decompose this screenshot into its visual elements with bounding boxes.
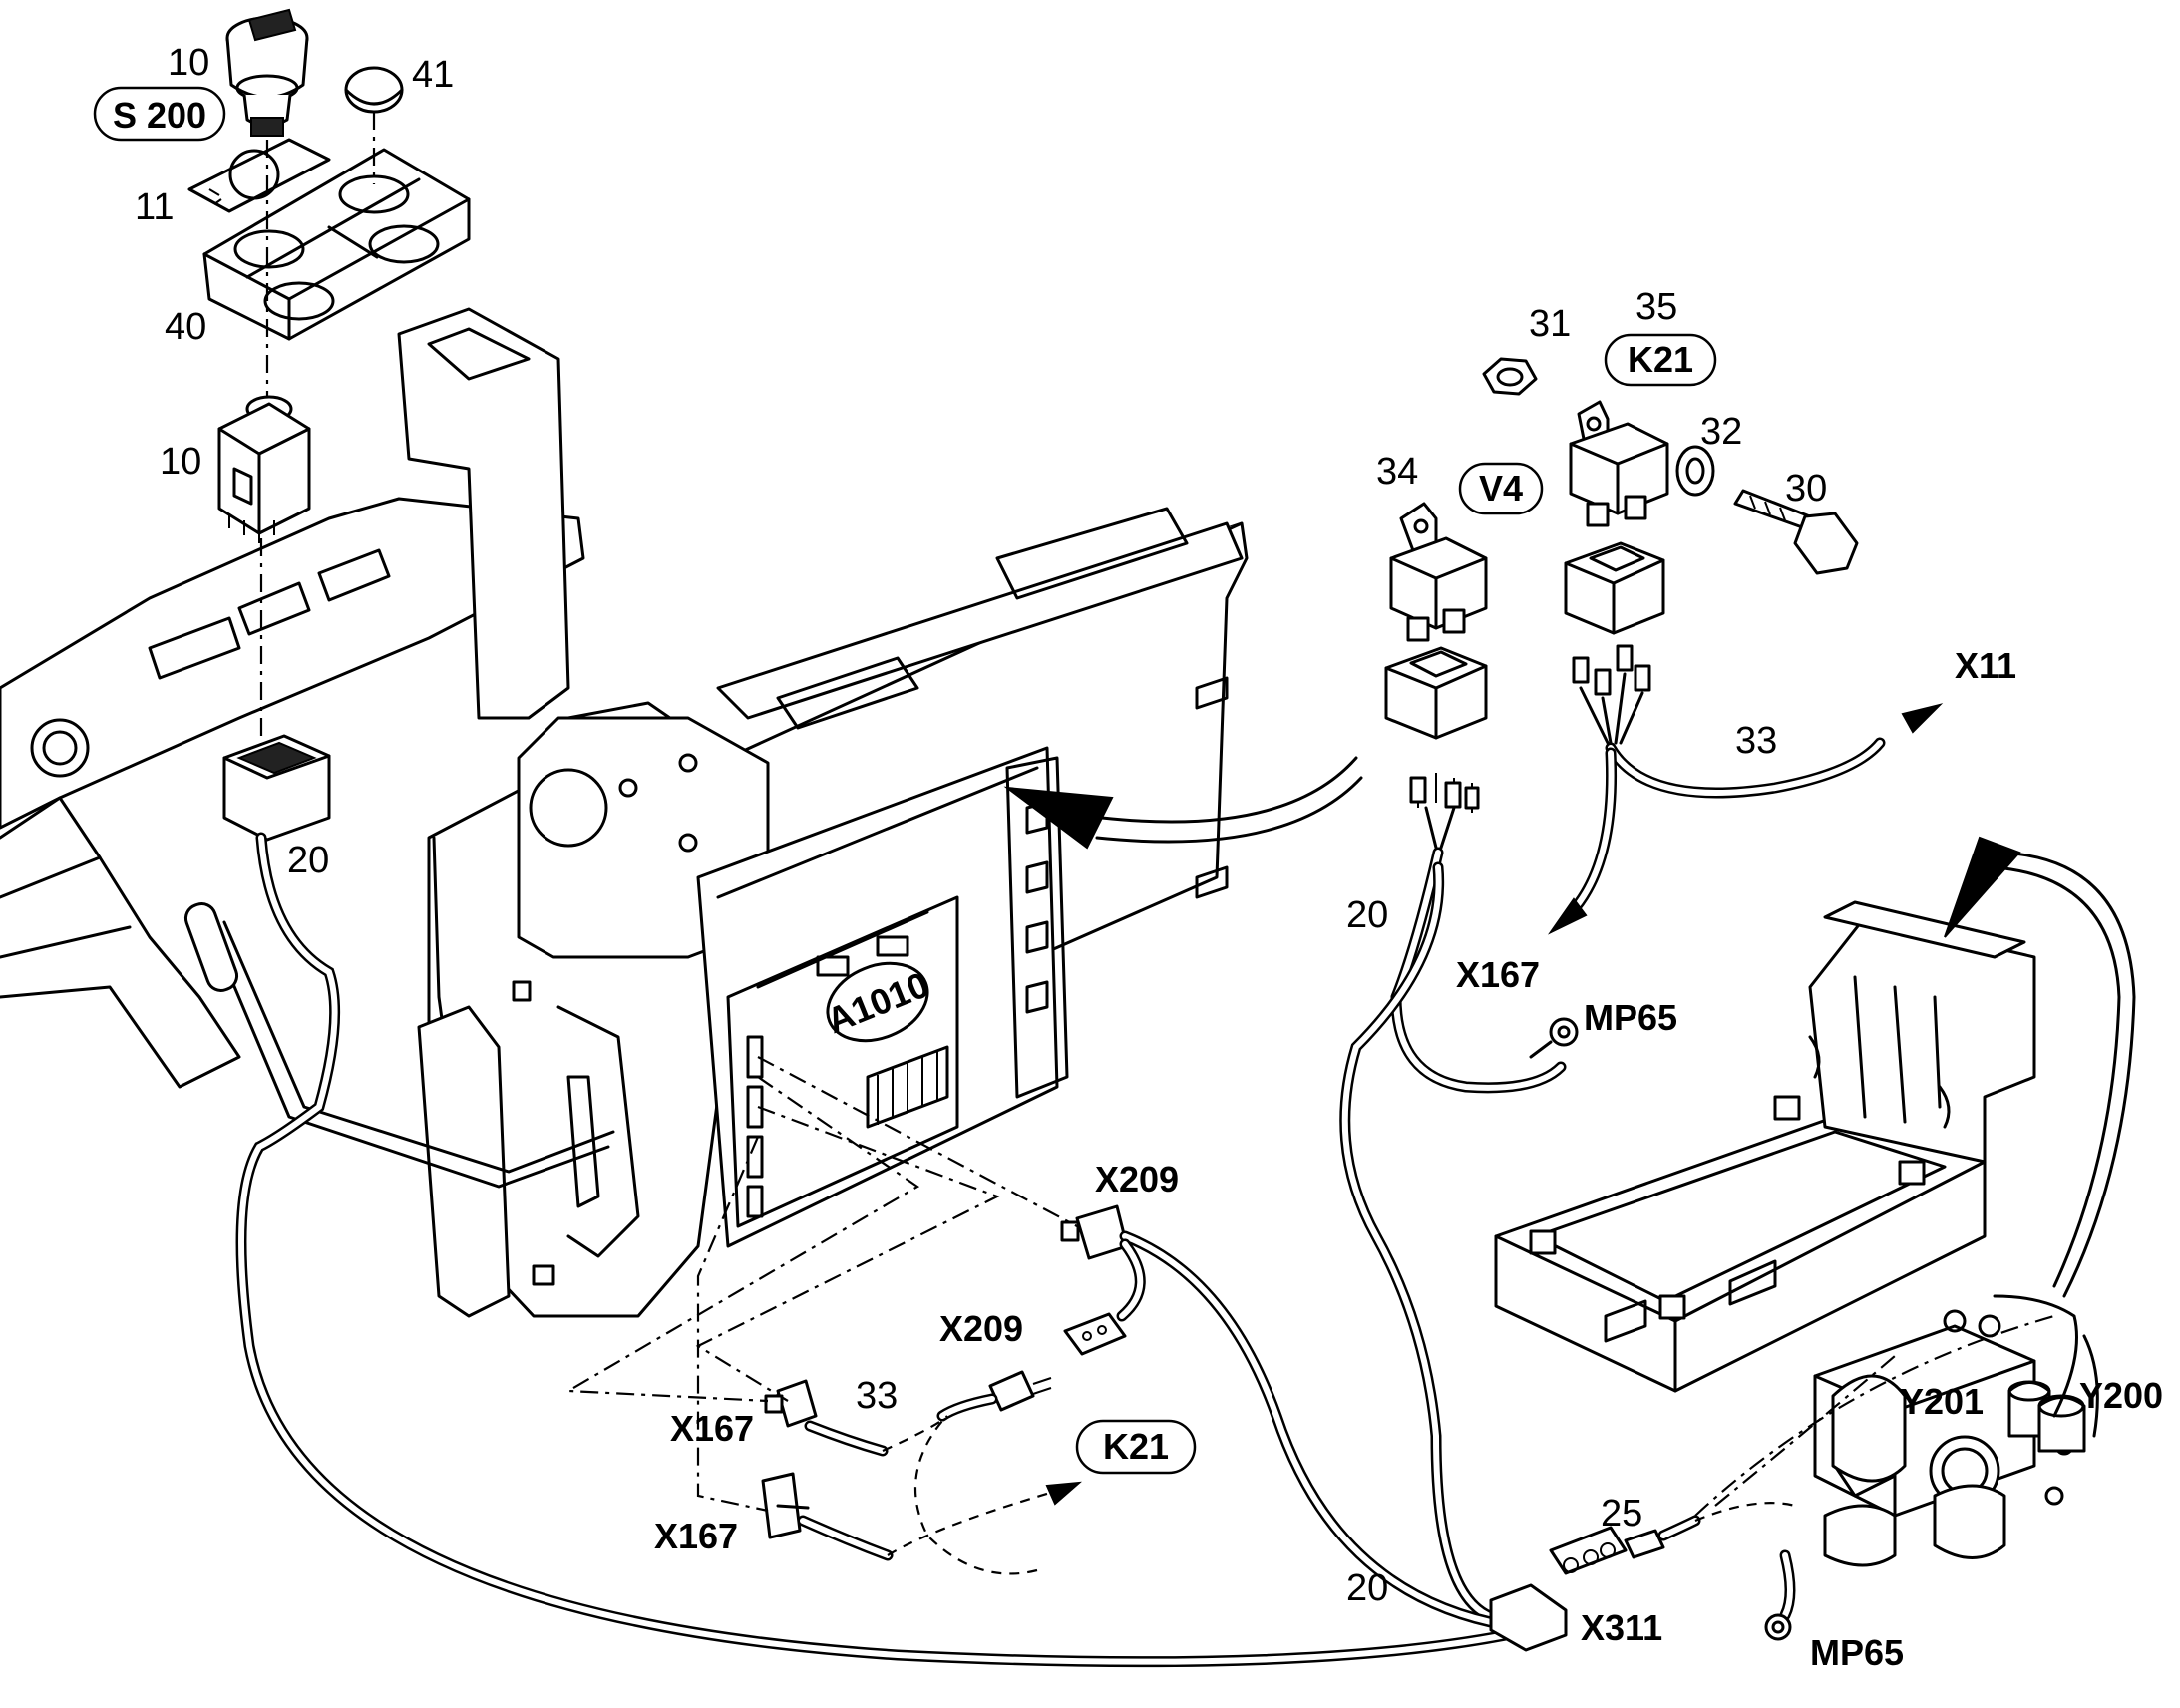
label-25: 25 xyxy=(1601,1493,1642,1535)
relay-v4 xyxy=(1384,502,1488,850)
label-31: 31 xyxy=(1529,303,1571,345)
label-v4: V4 xyxy=(1479,468,1523,509)
connector-x209-upper xyxy=(1060,1204,1512,1631)
hardware-31-32-30 xyxy=(1482,357,1859,575)
main-control-housing: A1010 xyxy=(417,507,1249,1318)
relay-k21 xyxy=(1564,400,1669,745)
label-35: 35 xyxy=(1635,286,1677,328)
label-x167-low2: X167 xyxy=(654,1516,738,1556)
label-32: 32 xyxy=(1700,411,1742,453)
label-k21-top: K21 xyxy=(1628,339,1693,380)
label-x167-low1: X167 xyxy=(670,1408,754,1449)
label-x11: X11 xyxy=(1955,645,2016,686)
label-41: 41 xyxy=(412,54,454,96)
hydraulic-valve-block xyxy=(1694,1294,2099,1567)
label-20-bottom: 20 xyxy=(1346,1567,1388,1609)
label-34: 34 xyxy=(1376,451,1418,493)
label-y200: Y200 xyxy=(2079,1375,2163,1416)
label-x167-mid: X167 xyxy=(1456,954,1540,995)
label-20-mid: 20 xyxy=(1346,894,1388,936)
label-20-left: 20 xyxy=(287,840,329,881)
left-console-housing xyxy=(0,307,585,1089)
label-30: 30 xyxy=(1785,468,1827,510)
valve-mount-tray xyxy=(1494,900,2036,1393)
label-s200: S 200 xyxy=(113,95,206,136)
label-33-right: 33 xyxy=(1735,720,1777,762)
wire-k21-harness xyxy=(1547,703,1944,935)
view-arrow-housing xyxy=(1003,756,1363,850)
label-k21-low: K21 xyxy=(1103,1426,1169,1467)
label-mp65-bottom: MP65 xyxy=(1810,1632,1904,1673)
label-33-low: 33 xyxy=(856,1375,898,1417)
label-40: 40 xyxy=(165,306,206,348)
wire-v4-harness xyxy=(1339,847,1579,1626)
label-mp65-mid: MP65 xyxy=(1584,997,1677,1038)
operating-lever-rod xyxy=(183,902,615,1189)
label-y201: Y201 xyxy=(1900,1381,1984,1422)
label-x209-upper: X209 xyxy=(1095,1159,1179,1199)
leader-lines xyxy=(564,1056,1796,1575)
label-x311: X311 xyxy=(1581,1607,1662,1648)
connector-x167-low xyxy=(761,1379,894,1561)
label-x209-lower: X209 xyxy=(939,1308,1023,1349)
label-10-top: 10 xyxy=(168,42,209,84)
connector-x311 xyxy=(1489,1515,1796,1652)
switch-s200-assembly xyxy=(187,8,471,842)
view-arrow-tray xyxy=(1944,836,2136,1298)
wire-harness-20-left xyxy=(235,832,1512,1668)
part-labels: 10 S 200 41 11 40 10 20 31 35 K21 32 30 … xyxy=(93,42,2163,1673)
label-11: 11 xyxy=(135,186,174,228)
connector-x209-lower xyxy=(936,1312,1127,1422)
label-10-mid: 10 xyxy=(160,441,201,483)
